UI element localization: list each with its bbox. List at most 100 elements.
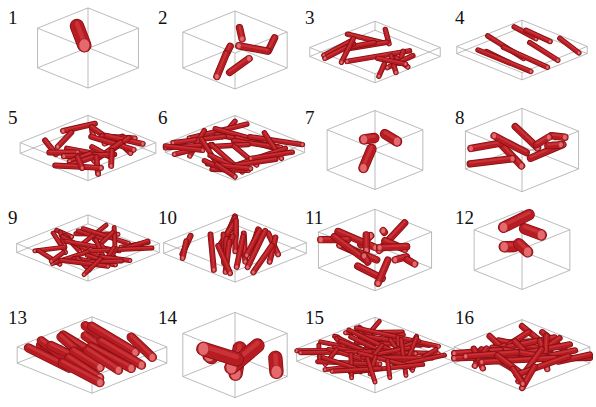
- rod-cylinder: [271, 355, 282, 378]
- rod-cylinder: [77, 23, 90, 51]
- rod-cylinder: [334, 235, 367, 262]
- box-edge: [20, 143, 21, 154]
- box-edge: [235, 68, 287, 89]
- simulation-box: [465, 108, 578, 191]
- box-edge: [375, 380, 376, 393]
- box-edge: [88, 215, 89, 224]
- rod-cylinder: [230, 56, 252, 73]
- panel-number: 7: [305, 108, 315, 128]
- box-edge: [183, 377, 235, 398]
- box-edge: [287, 32, 288, 68]
- simulation-box: [474, 211, 570, 290]
- rod-cylinder: [492, 133, 527, 153]
- box-edge: [375, 130, 423, 149]
- rod-cylinder: [551, 134, 567, 140]
- rod-cylinder: [360, 147, 372, 172]
- box-edge: [474, 270, 522, 289]
- rod-cylinder: [513, 368, 525, 386]
- simulation-box: [452, 320, 590, 391]
- box-edge: [88, 8, 138, 28]
- box-edge: [327, 130, 328, 171]
- panel-number: 1: [8, 8, 18, 28]
- rod-cylinder: [62, 361, 103, 386]
- box-edge: [522, 108, 523, 146]
- rod-cylinder: [525, 227, 546, 240]
- rod-cylinder: [87, 247, 152, 252]
- rod-cylinder: [548, 142, 563, 148]
- box-edge: [155, 143, 156, 154]
- box-edge: [522, 363, 590, 390]
- rod-cylinder: [368, 358, 377, 384]
- rod-cylinder: [519, 242, 532, 257]
- rod-cylinder: [250, 136, 304, 147]
- box-edge: [375, 170, 423, 189]
- rod-cylinder: [211, 234, 216, 273]
- rod-cylinder: [385, 132, 401, 146]
- rod-cylinder: [560, 38, 581, 55]
- box-edge: [16, 244, 17, 253]
- panel-number: 13: [8, 308, 27, 328]
- box-edge: [375, 74, 376, 83]
- simulation-box: [327, 111, 423, 190]
- panel-number: 4: [455, 8, 465, 28]
- rod-cylinder: [217, 164, 237, 179]
- box-edge: [92, 363, 167, 393]
- box-edge: [163, 243, 164, 254]
- box-edge: [183, 11, 235, 32]
- rod-cylinder: [83, 258, 101, 276]
- box-edge: [465, 169, 522, 192]
- box-edge: [375, 151, 423, 170]
- box-edge: [327, 170, 375, 189]
- rod-cylinder: [377, 245, 407, 251]
- box-edge: [522, 270, 570, 289]
- panel-number: 8: [455, 108, 465, 128]
- box-edge: [296, 349, 297, 362]
- simulation-box: [164, 116, 305, 181]
- panel-number: 9: [8, 208, 18, 228]
- rod-cylinder: [165, 145, 204, 152]
- box-edge: [375, 21, 376, 30]
- box-edge: [297, 361, 375, 393]
- rod-cylinder: [251, 245, 271, 275]
- rod-cylinder: [470, 156, 515, 164]
- panel-number: 11: [305, 208, 323, 228]
- panel-number: 16: [455, 308, 474, 328]
- box-edge: [587, 46, 588, 53]
- box-edge: [522, 27, 587, 53]
- box-edge: [578, 131, 579, 169]
- panel-number: 5: [8, 108, 18, 128]
- box-edge: [306, 243, 307, 254]
- rod-cylinder: [377, 63, 384, 78]
- rod-cylinder: [364, 234, 369, 254]
- panel-number: 10: [158, 208, 177, 228]
- simulation-box: [20, 115, 156, 180]
- box-edge: [287, 333, 288, 376]
- rod-cylinder: [198, 342, 237, 359]
- box-edge: [37, 28, 38, 68]
- box-edge: [182, 333, 183, 376]
- box-edge: [375, 149, 376, 190]
- rod-cylinder: [235, 236, 243, 269]
- rod-cylinder: [388, 360, 392, 380]
- simulation-box: [295, 317, 453, 393]
- rod-cylinder: [78, 156, 84, 170]
- rod-cylinder: [214, 52, 226, 79]
- rod-cylinder: [407, 258, 417, 267]
- box-edge: [166, 347, 167, 363]
- box-edge: [309, 48, 310, 57]
- rod-cylinder: [514, 355, 568, 377]
- box-edge: [522, 249, 523, 290]
- box-edge: [454, 363, 522, 390]
- box-edge: [318, 209, 375, 232]
- box-edge: [88, 48, 138, 68]
- box-edge: [327, 111, 375, 130]
- box-edge: [235, 377, 287, 398]
- rod-cylinder: [218, 245, 232, 276]
- panel-number: 14: [158, 308, 177, 328]
- box-edge: [235, 312, 287, 333]
- box-edge: [375, 209, 376, 245]
- panel-number: 3: [305, 8, 315, 28]
- box-edge: [235, 11, 236, 47]
- simulation-box: [164, 214, 307, 282]
- panel-number: 15: [305, 308, 324, 328]
